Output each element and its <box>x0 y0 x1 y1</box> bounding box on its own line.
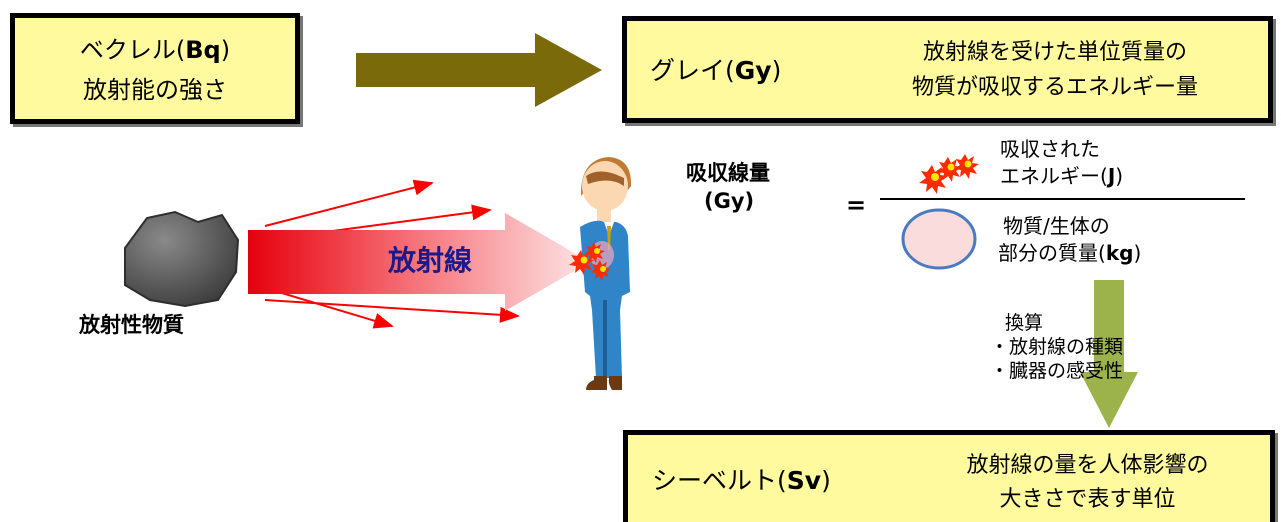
becquerel-unit-label: ベクレル(Bq) <box>79 36 231 64</box>
big-transfer-arrow <box>356 33 602 107</box>
sievert-description-line2: 大きさで表す単位 <box>999 487 1176 512</box>
conversion-item-organ-sensitivity: ・臓器の感受性 <box>990 360 1124 382</box>
radioactive-rock-icon <box>124 210 240 308</box>
numerator-line1: 吸収された <box>1000 137 1100 161</box>
numerator-line2: エネルギー(J) <box>1000 164 1124 188</box>
conversion-title: 換算 <box>1005 312 1044 334</box>
sievert-description-line1: 放射線の量を人体影響の <box>966 453 1209 478</box>
absorbed-dose-unit: (Gy) <box>704 189 755 213</box>
sievert-unit-label: シーベルト(Sv) <box>652 466 831 495</box>
denominator-line2: 部分の質量(kg) <box>998 241 1142 265</box>
radiation-beam-arrow <box>248 213 590 311</box>
absorbed-dose-label: 吸収線量 <box>686 161 770 185</box>
conversion-item-radiation-type: ・放射線の種類 <box>990 336 1124 358</box>
becquerel-description: 放射能の強さ <box>83 76 227 104</box>
gray-unit-label: グレイ(Gy) <box>650 56 782 85</box>
gray-description-line2: 物質が吸収するエネルギー量 <box>911 75 1198 100</box>
becquerel-box <box>10 13 300 124</box>
equals-sign: = <box>846 191 867 219</box>
gray-description-line1: 放射線を受けた単位質量の <box>922 40 1187 65</box>
sievert-box <box>623 430 1275 522</box>
conversion-down-arrow <box>1080 280 1138 428</box>
radioactive-material-label: 放射性物質 <box>79 313 184 337</box>
radiation-beam-label: 放射線 <box>388 244 473 277</box>
denominator-line1: 物質/生体の <box>1003 214 1110 238</box>
gray-box <box>622 16 1273 123</box>
energy-burst-icon <box>569 242 611 281</box>
mass-ellipse-icon <box>901 208 977 270</box>
absorbed-energy-burst-icon <box>919 154 979 194</box>
